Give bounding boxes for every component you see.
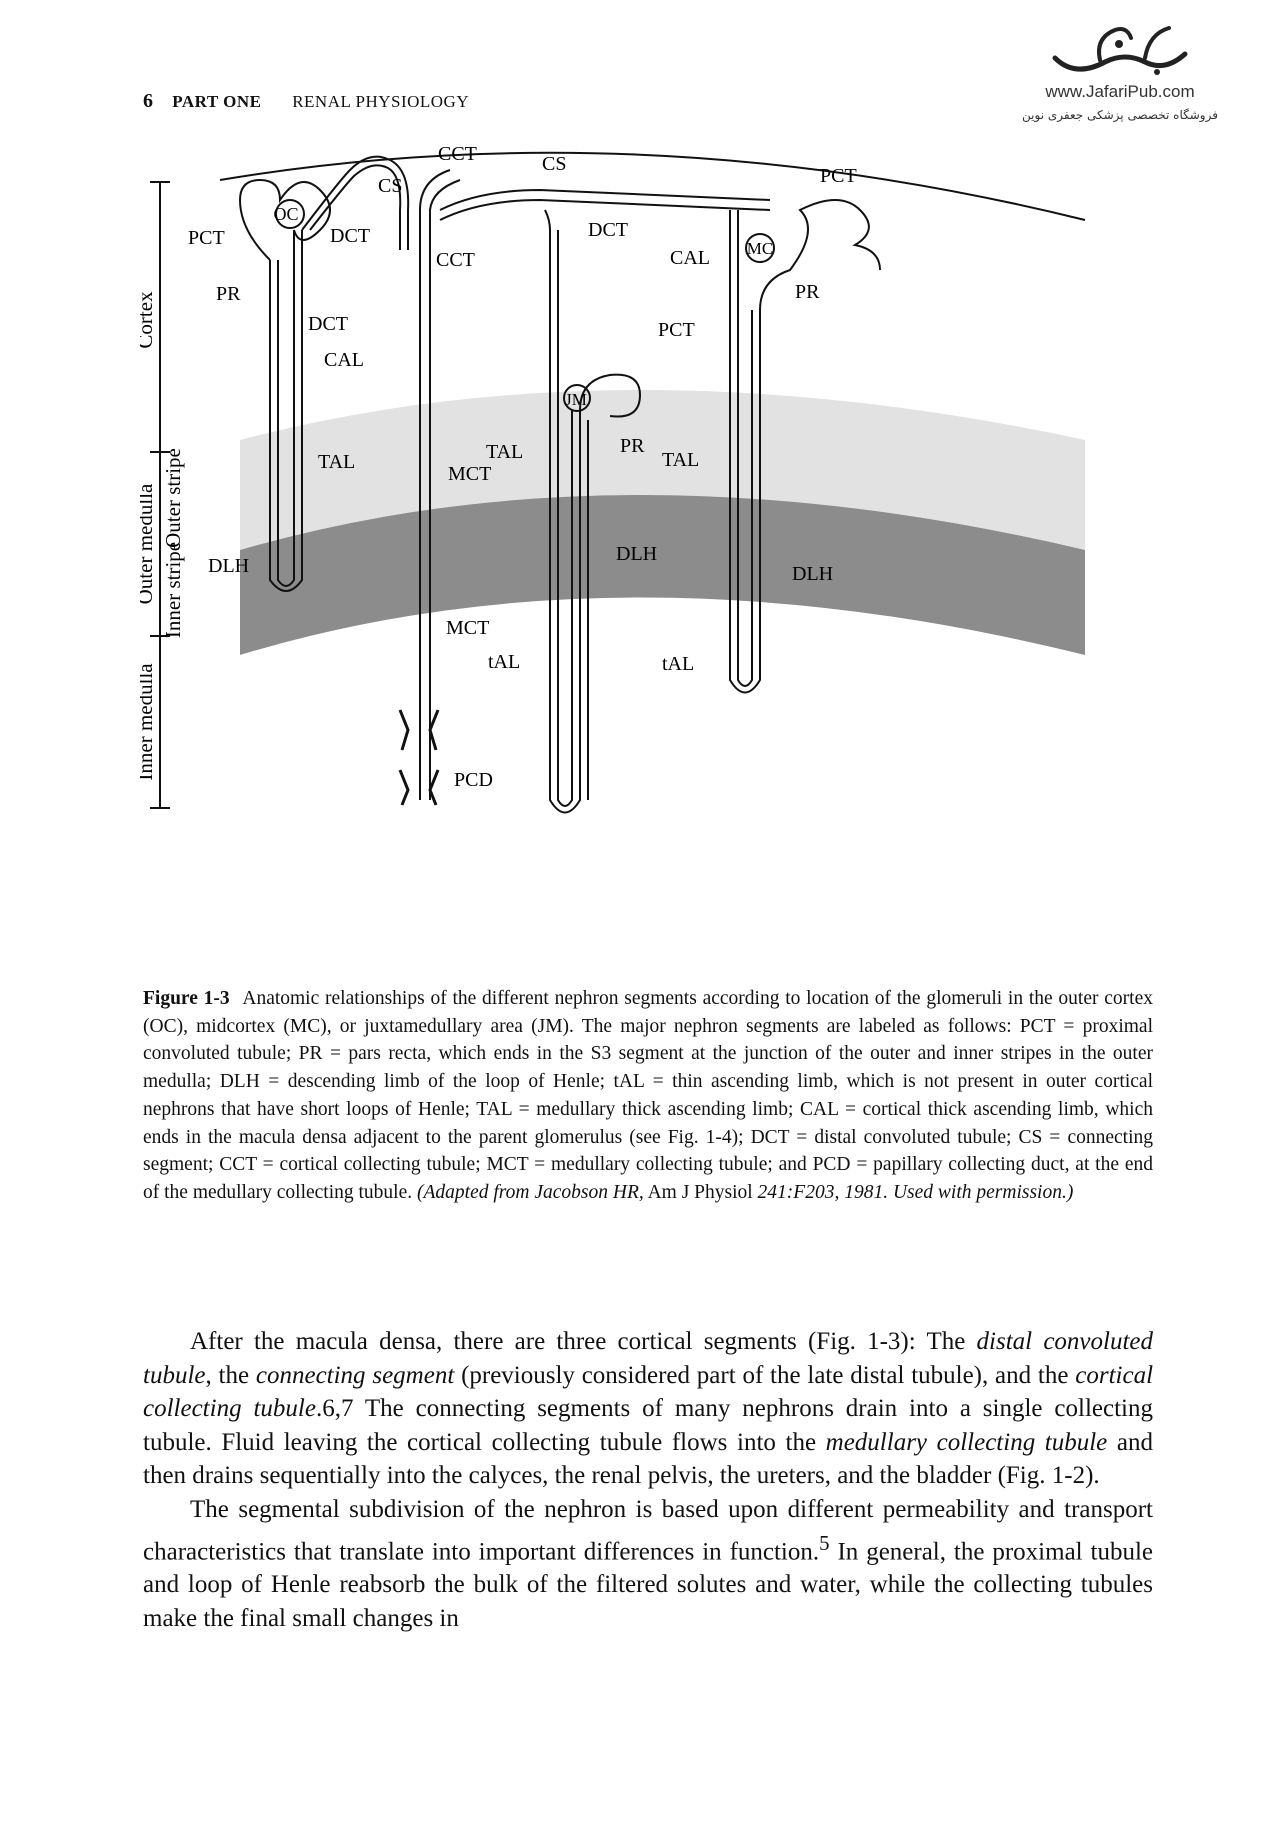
label-mct-bottom: MCT <box>446 617 489 639</box>
label-dct-lower: DCT <box>308 313 348 335</box>
label-pct-jm: PCT <box>658 319 695 341</box>
label-dlh-mid: DLH <box>616 543 657 565</box>
label-oc: OC <box>273 204 298 224</box>
paragraph-1: After the macula densa, there are three … <box>143 1325 1153 1493</box>
label-pr-jm: PR <box>620 435 645 457</box>
logo-subtitle: فروشگاه تخصصی پزشکی جعفری نوین <box>1005 108 1235 122</box>
label-cal-left: CAL <box>324 349 364 371</box>
capsule-line <box>220 153 1085 220</box>
p2-ref: 5 <box>819 1531 829 1555</box>
figure-caption: Figure 1-3 Anatomic relationships of the… <box>143 985 1153 1207</box>
label-mct-top: MCT <box>448 463 491 485</box>
label-dct-left: DCT <box>330 225 370 247</box>
zone-inner-stripe: Inner stripe <box>161 542 185 638</box>
calligraphy-logo-icon <box>1045 18 1195 80</box>
caption-text: Anatomic relationships of the different … <box>143 988 1153 1203</box>
label-pcd: PCD <box>454 769 493 791</box>
zone-cortex: Cortex <box>140 291 157 349</box>
running-head: 6 PART ONE RENAL PHYSIOLOGY <box>143 90 469 113</box>
label-pr-left: PR <box>216 283 241 305</box>
label-tal-left: TAL <box>318 451 355 473</box>
nephron-figure: Cortex Outer medulla Outer stripe Inner … <box>140 140 1100 960</box>
label-tal-right: TAL <box>662 449 699 471</box>
zone-inner-medulla: Inner medulla <box>140 663 157 781</box>
label-mc: MC <box>747 239 773 258</box>
caption-credit-journal: Am J Physiol <box>648 1182 753 1203</box>
label-tal-thin-mid: tAL <box>488 651 520 673</box>
zone-outer-medulla: Outer medulla <box>140 483 157 604</box>
p1-text-b: , the <box>206 1362 250 1389</box>
label-jm: JM <box>565 390 587 409</box>
part-label: PART ONE <box>172 92 261 111</box>
label-dlh-right: DLH <box>792 563 833 585</box>
p1-ref: .6,7 <box>316 1395 354 1422</box>
caption-credit-2: 241:F203, 1981. Used with permission.) <box>758 1182 1074 1203</box>
label-cs-left: CS <box>378 175 402 197</box>
label-dct-mid: DCT <box>588 219 628 241</box>
label-dlh-left: DLH <box>208 555 249 577</box>
p1-term-mct: medullary collecting tubule <box>826 1429 1108 1456</box>
p1-term-cs: connecting segment <box>256 1362 454 1389</box>
label-tal-thin-right: tAL <box>662 653 694 675</box>
zone-outer-stripe: Outer stripe <box>161 448 185 548</box>
label-pr-right: PR <box>795 281 820 303</box>
label-tal-mid: TAL <box>486 441 523 463</box>
label-pct-right: PCT <box>820 165 857 187</box>
caption-credit-1: (Adapted from Jacobson HR, <box>417 1182 644 1203</box>
page-number: 6 <box>143 90 154 112</box>
label-cct-top: CCT <box>438 143 477 165</box>
label-cct-mid: CCT <box>436 249 475 271</box>
section-label: RENAL PHYSIOLOGY <box>292 92 469 111</box>
label-cs-mid: CS <box>542 153 566 175</box>
caption-label: Figure 1-3 <box>143 988 230 1009</box>
label-pct-left: PCT <box>188 227 225 249</box>
p1-text-a: After the macula densa, there are three … <box>190 1328 965 1355</box>
label-cal-right: CAL <box>670 247 710 269</box>
logo-url: www.JafariPub.com <box>1005 82 1235 102</box>
publisher-logo: www.JafariPub.com فروشگاه تخصصی پزشکی جع… <box>1005 18 1235 148</box>
p1-text-c: (previously considered part of the late … <box>461 1362 1068 1389</box>
body-text: After the macula densa, there are three … <box>143 1325 1153 1636</box>
paragraph-2: The segmental subdivision of the nephron… <box>143 1493 1153 1636</box>
